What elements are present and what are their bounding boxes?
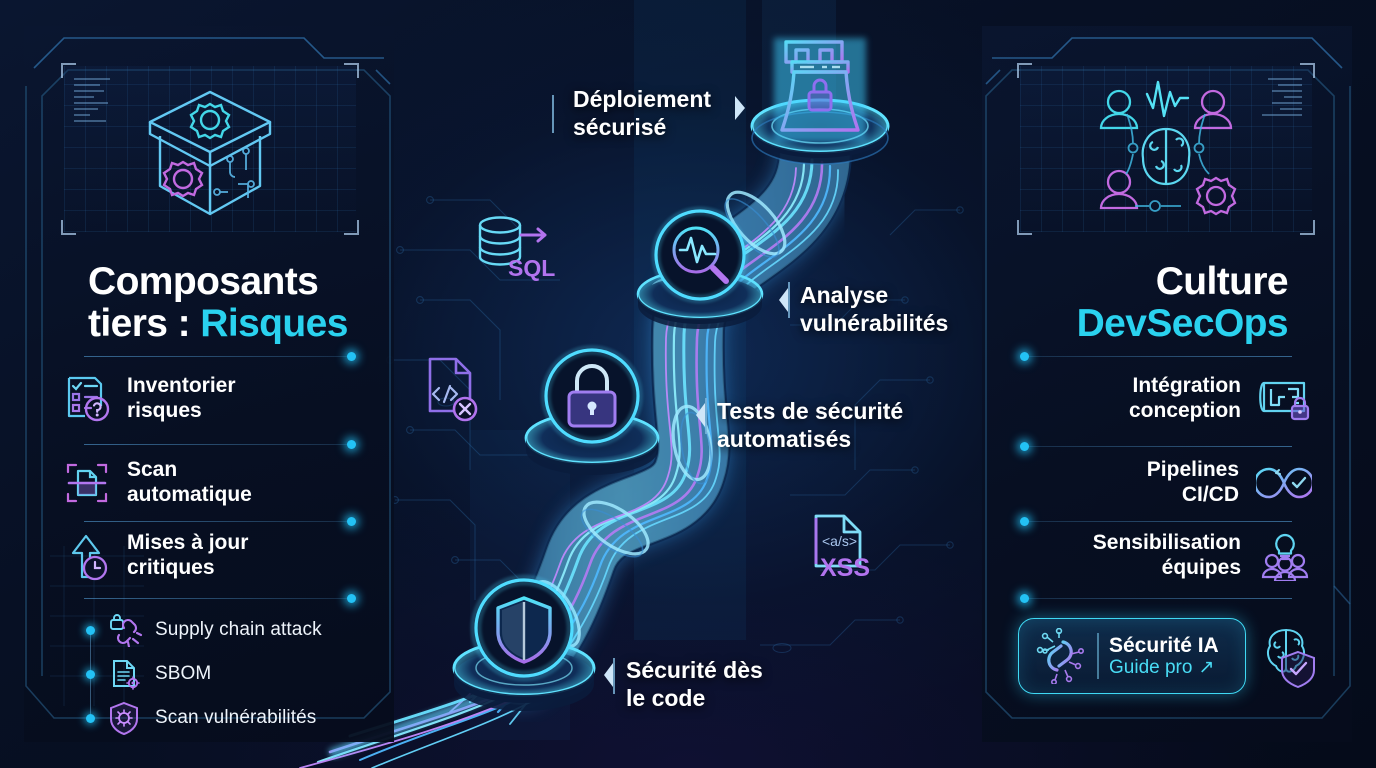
left-feature-label: Mises à jour critiques bbox=[127, 531, 249, 579]
cta-subtitle: Guide pro bbox=[1109, 657, 1193, 679]
brain-team-network-icon bbox=[1099, 80, 1237, 216]
svg-text:XSS: XSS bbox=[820, 554, 870, 582]
xss-file-icon: <a/s> XSS bbox=[814, 514, 870, 582]
bullet-label: Scan vulnérabilités bbox=[155, 707, 317, 728]
securite-ia-guide-pro-button[interactable]: Sécurité IA Guide pro ↗ bbox=[1018, 618, 1246, 694]
blueprint-lock-icon bbox=[1259, 381, 1310, 420]
stage-disc-deploy bbox=[750, 98, 890, 165]
right-feature-label: Sensibilisation équipes bbox=[1092, 531, 1241, 579]
left-sep-1 bbox=[84, 440, 356, 449]
external-arrow-icon: ↗ bbox=[1198, 657, 1215, 679]
right-feature-label: Intégration conception bbox=[1128, 374, 1241, 422]
cta-divider bbox=[1097, 633, 1099, 679]
left-feature-label: Inventorier risques bbox=[127, 374, 236, 422]
shield-icon bbox=[470, 574, 578, 682]
document-scan-icon bbox=[66, 463, 108, 502]
stage-label-analyse: Analyse vulnérabilités bbox=[800, 282, 948, 337]
magnifier-pulse-icon bbox=[651, 206, 749, 304]
right-panel-title: Culture DevSecOps bbox=[1076, 260, 1289, 346]
left-sep-3 bbox=[84, 594, 356, 603]
svg-text:<a/s>: <a/s> bbox=[822, 533, 857, 549]
right-title-accent: DevSecOps bbox=[1076, 302, 1289, 346]
padlock-icon bbox=[541, 345, 643, 447]
brain-shield-icon bbox=[1267, 628, 1315, 688]
list-item[interactable]: SBOM bbox=[86, 652, 322, 696]
left-panel-frame bbox=[25, 37, 391, 719]
bullet-dot bbox=[86, 713, 95, 723]
screen-mini-readout bbox=[74, 78, 110, 122]
pointer-deploy bbox=[735, 96, 745, 120]
broken-chain-lock-icon bbox=[110, 614, 143, 647]
left-sep-2 bbox=[84, 517, 356, 526]
left-panel-screen bbox=[61, 63, 359, 235]
stage-label-text: Tests de sécurité automatisés bbox=[717, 398, 904, 452]
right-feature-sensibilisation[interactable]: Sensibilisation équipes bbox=[1093, 531, 1312, 581]
left-sep-0 bbox=[84, 352, 356, 361]
left-panel: Composants tiers : Risques Inventorier r… bbox=[24, 26, 394, 742]
list-item[interactable]: Supply chain attack bbox=[86, 608, 322, 652]
bulb-team-icon bbox=[1261, 533, 1309, 581]
document-gear-icon bbox=[113, 660, 140, 690]
right-sep-0 bbox=[1020, 352, 1292, 361]
stage-label-text: Analyse vulnérabilités bbox=[800, 282, 949, 336]
right-panel-frame bbox=[985, 37, 1351, 719]
stage-label-securite-code: Sécurité dès le code bbox=[626, 657, 763, 712]
stage-label-text: Sécurité dès le code bbox=[626, 657, 763, 711]
stage-label-deploiement: Déploiement sécurisé bbox=[573, 86, 711, 141]
stage-disc-tests bbox=[524, 411, 660, 475]
left-feature-inventorier[interactable]: Inventorier risques bbox=[64, 374, 236, 423]
stage-label-text: Déploiement sécurisé bbox=[573, 86, 712, 140]
screen-mini-readout bbox=[1262, 78, 1302, 116]
right-sep-1 bbox=[1020, 442, 1292, 451]
left-title-line2: tiers : bbox=[88, 302, 191, 346]
stage-disc-analyse bbox=[636, 268, 764, 329]
cta-title: Sécurité IA bbox=[1109, 633, 1219, 657]
bullet-dot bbox=[86, 625, 95, 635]
checklist-question-icon bbox=[67, 376, 110, 421]
stage-disc-code bbox=[452, 639, 596, 711]
ai-chain-link-icon bbox=[1036, 628, 1084, 684]
left-feature-label: Scan automatique bbox=[127, 458, 252, 506]
right-sep-2 bbox=[1020, 517, 1292, 526]
left-bullet-list: Supply chain attack SBOM bbox=[86, 608, 322, 740]
bullet-dot bbox=[86, 669, 95, 679]
right-feature-pipelines[interactable]: Pipelines CI/CD bbox=[1147, 458, 1312, 507]
left-feature-scan[interactable]: Scan automatique bbox=[64, 458, 252, 507]
list-item[interactable]: Scan vulnérabilités bbox=[86, 696, 322, 740]
right-panel-screen bbox=[1017, 63, 1315, 235]
bullet-label: Supply chain attack bbox=[155, 619, 322, 640]
right-sep-3 bbox=[1020, 594, 1292, 603]
right-feature-label: Pipelines CI/CD bbox=[1146, 458, 1239, 506]
bullet-label: SBOM bbox=[155, 663, 212, 684]
code-file-error-icon bbox=[428, 357, 478, 422]
left-title-line1: Composants bbox=[88, 260, 319, 303]
left-title-accent: Risques bbox=[200, 302, 348, 346]
right-title-line1: Culture bbox=[1155, 260, 1289, 303]
right-feature-integration[interactable]: Intégration conception bbox=[1129, 374, 1312, 423]
castle-lock-icon bbox=[774, 38, 866, 142]
left-feature-mises-a-jour[interactable]: Mises à jour critiques bbox=[64, 531, 248, 581]
svg-text:SQL: SQL bbox=[508, 255, 555, 281]
shield-bug-icon bbox=[110, 701, 138, 735]
open-box-gears-icon bbox=[148, 90, 272, 216]
stage-label-tests: Tests de sécurité automatisés bbox=[717, 398, 903, 453]
infinity-check-icon bbox=[1256, 467, 1312, 498]
database-arrow-icon: SQL bbox=[478, 216, 555, 281]
left-panel-title: Composants tiers : Risques bbox=[88, 260, 348, 346]
arrow-up-clock-icon bbox=[71, 534, 108, 581]
